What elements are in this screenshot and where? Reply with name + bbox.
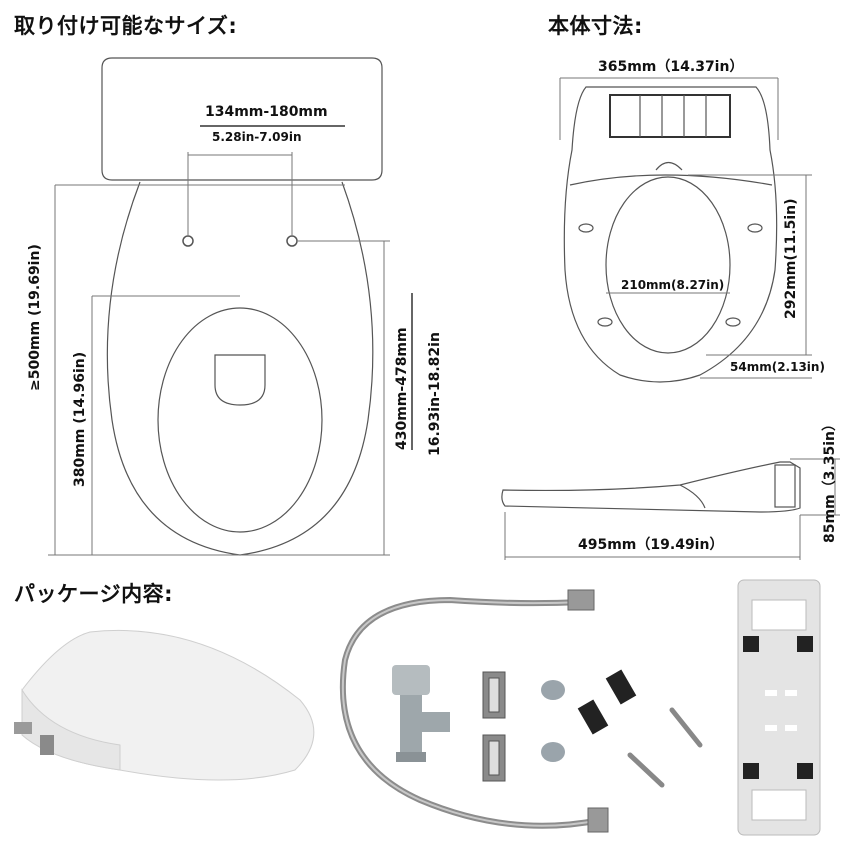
mounting-plate-image [737,579,821,836]
rubber-caps-image [541,680,565,762]
seat-side-view [501,461,801,513]
water-hose-image [339,589,609,833]
toilet-bowl-outer [106,181,374,556]
package-contents-heading: パッケージ内容: [14,582,173,606]
bowl-length-label: 380mm (14.96in) [72,351,88,487]
body-height-label: 85mm（3.35in） [822,417,838,543]
screws-image [627,707,703,788]
body-dimensions-heading: 本体寸法: [548,14,643,38]
bolt-to-front-label: 430mm-478mm [394,327,410,450]
opening-length-label: 292mm(11.5in) [783,198,799,319]
bolt-hole-right [286,235,298,247]
seat-hinge-line [569,174,773,186]
body-length-label: 495mm（19.49in） [578,537,724,553]
mounting-brackets-image [482,671,506,782]
total-length-label: ≥500mm (19.69in) [27,244,43,391]
bidet-seat-image [14,629,315,781]
seat-outline [563,86,778,383]
expansion-anchors-image [577,669,637,735]
bolt-to-front-inch-label: 16.93in-18.82in [427,332,443,456]
seat-opening [605,176,731,354]
bolt-spacing-inch-label: 5.28in-7.09in [212,130,302,144]
t-valve-image [392,665,450,762]
toilet-drain [214,354,266,406]
mount-size-heading: 取り付け可能なサイズ: [14,14,238,38]
toilet-tank [101,57,383,181]
toilet-bowl-inner [157,307,323,533]
rim-width-label: 54mm(2.13in) [730,360,825,374]
bolt-spacing-label: 134mm-180mm [205,104,328,120]
body-width-label: 365mm（14.37in） [598,59,744,75]
control-panel [609,94,731,138]
bolt-hole-left [182,235,194,247]
opening-width-label: 210mm(8.27in) [621,278,725,292]
